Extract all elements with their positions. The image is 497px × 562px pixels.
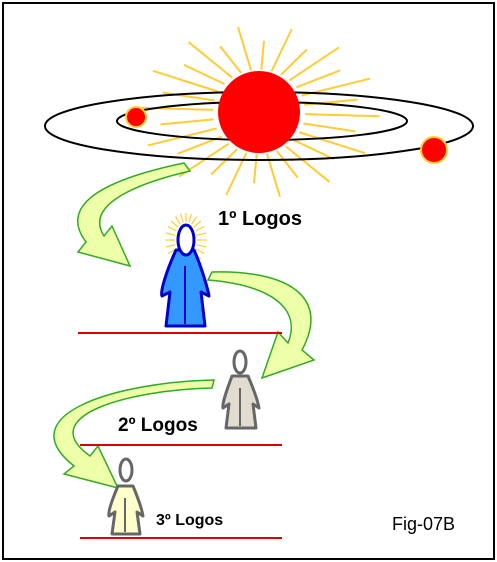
arrow-sun-to-logos1 [76, 162, 192, 268]
halo-ray [165, 244, 176, 248]
sun-ray [288, 46, 340, 82]
sun-ray [303, 122, 356, 133]
sun-ray [210, 148, 238, 176]
sun-ray [276, 150, 299, 179]
sun-ray [219, 45, 242, 74]
halo-ray [193, 220, 202, 228]
logos2-figure [221, 349, 261, 430]
sun-ray [295, 69, 341, 89]
halo-ray [188, 213, 193, 223]
halo-ray [196, 232, 207, 236]
sun-ray [270, 28, 293, 72]
logos2-label: 2º Logos [118, 415, 198, 436]
arrow-logos1-to-logos2 [206, 271, 316, 380]
sun-ray [304, 113, 380, 118]
logos3-figure [107, 457, 145, 536]
halo-ray [190, 216, 198, 225]
halo-ray [165, 232, 176, 236]
sun-ray [285, 145, 331, 183]
logos1-figure [160, 223, 211, 328]
sun-ray [260, 40, 265, 70]
outer-planet [420, 136, 448, 164]
halo-ray [195, 248, 205, 255]
halo-ray [195, 225, 205, 232]
figure-label: Fig-07B [392, 514, 456, 534]
sun [218, 71, 300, 153]
sun-ray [299, 131, 366, 155]
halo-ray [179, 213, 184, 223]
sun-ray [183, 63, 225, 85]
inner-planet [125, 106, 147, 128]
sun-ray [187, 41, 233, 79]
logos1-label: 1º Logos [218, 208, 302, 230]
sun-ray [152, 69, 219, 93]
sun-ray [237, 26, 252, 71]
halo-ray [167, 225, 177, 232]
sun-ray [293, 139, 335, 161]
sun-ray [280, 48, 308, 76]
sun-ray [253, 154, 258, 184]
halo-ray [170, 220, 179, 228]
sun-ray [160, 118, 214, 126]
halo-ray [174, 216, 182, 225]
arrow-logos2-to-logos3 [53, 379, 215, 490]
logos3-label: 3º Logos [156, 512, 224, 529]
halo-ray [196, 244, 207, 248]
